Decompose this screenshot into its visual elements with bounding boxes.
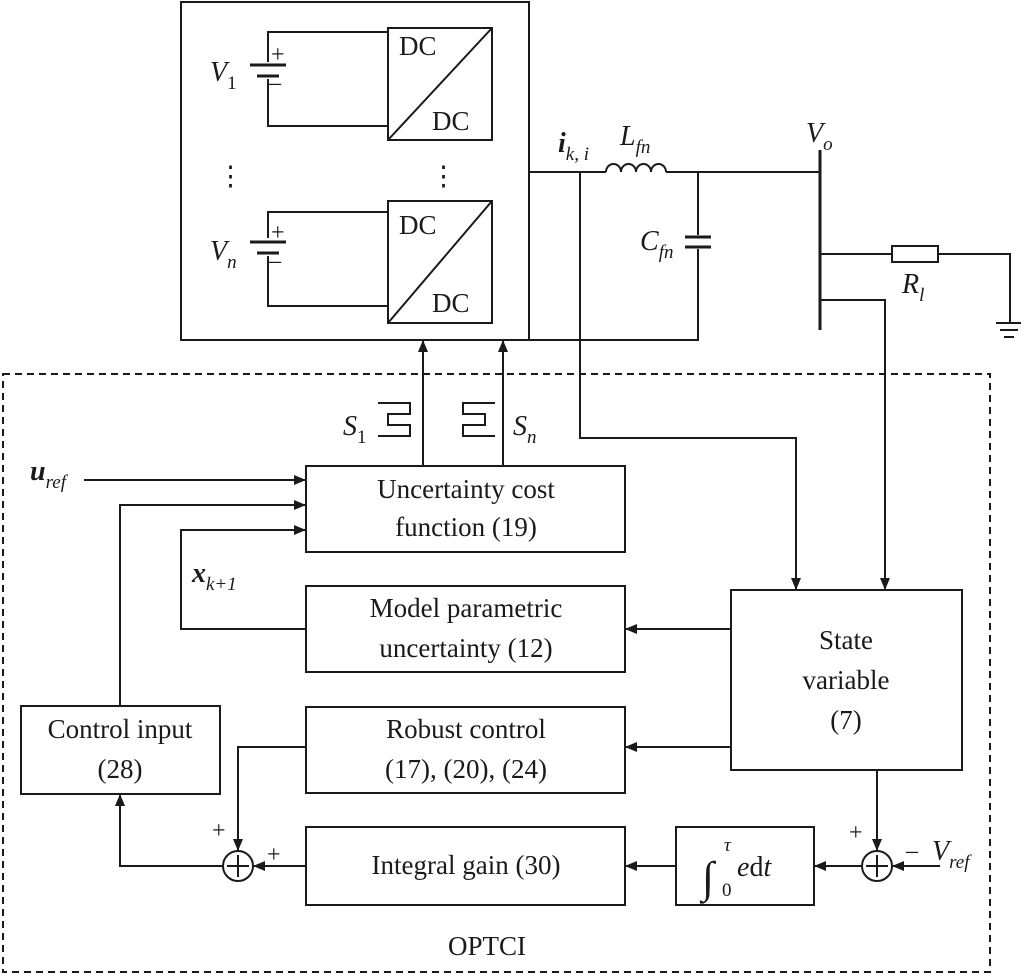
controller-name: OPTCI bbox=[448, 931, 526, 961]
svg-text:(17), (20), (24): (17), (20), (24) bbox=[385, 754, 547, 784]
optci-controller-boundary bbox=[2, 373, 991, 973]
model-parametric-block: Model parametric uncertainty (12) bbox=[305, 585, 626, 673]
integrator-block: ∫ τ 0 edt bbox=[675, 826, 815, 906]
voltage-measurement-wire bbox=[820, 299, 890, 590]
ellipsis-left: ⋮ bbox=[217, 161, 244, 191]
dc-dc-converter-n: DC DC bbox=[387, 200, 493, 324]
svg-text:τ: τ bbox=[724, 835, 732, 856]
svg-text:0: 0 bbox=[722, 880, 732, 901]
return-wire bbox=[529, 249, 699, 341]
junction-plus-sign-top: + bbox=[212, 818, 226, 844]
current-measurement-wire bbox=[579, 172, 801, 590]
svg-text:function (19): function (19) bbox=[395, 512, 537, 542]
svg-text:(7): (7) bbox=[830, 705, 861, 735]
source-voltage-label-1: V1 bbox=[210, 57, 237, 94]
x-next-label: xk+1 bbox=[191, 558, 237, 595]
junction-plus-sign: + bbox=[849, 820, 863, 846]
integral-sign: ∫ bbox=[699, 853, 717, 904]
svg-text:edt: edt bbox=[737, 852, 772, 883]
inductor-label: Lfn bbox=[619, 121, 650, 158]
dc-output-label-1: DC bbox=[432, 106, 470, 136]
svg-text:State: State bbox=[819, 625, 873, 655]
svg-text:Uncertainty cost: Uncertainty cost bbox=[377, 474, 555, 504]
integral-gain-block: Integral gain (30) bbox=[305, 826, 626, 906]
switch-label-1: S1 bbox=[343, 411, 367, 448]
ellipsis-right: ⋮ bbox=[430, 161, 457, 191]
switching-pulse-n bbox=[462, 402, 495, 437]
ground-symbol bbox=[996, 322, 1021, 338]
svg-text:(28): (28) bbox=[98, 754, 143, 784]
source-voltage-label-n: Vn bbox=[210, 236, 237, 273]
load-wire-right bbox=[938, 253, 1011, 323]
capacitor-label: Cfn bbox=[640, 226, 673, 263]
battery-plus-sign: + bbox=[271, 220, 285, 246]
load-resistor bbox=[891, 245, 939, 263]
dc-dc-converter-1: DC DC bbox=[387, 27, 493, 141]
battery-source-n: + – bbox=[250, 211, 388, 307]
junction-minus-sign: – bbox=[905, 838, 919, 864]
junction-to-control-input-arrow bbox=[115, 794, 223, 867]
switch-label-n: Sn bbox=[513, 411, 537, 448]
control-input-block: Control input (28) bbox=[20, 705, 221, 795]
x-next-feedback bbox=[180, 525, 306, 630]
uncertainty-cost-block: Uncertainty cost function (19) bbox=[305, 465, 626, 553]
summing-junction-right bbox=[861, 850, 893, 882]
junction-plus-sign-right: + bbox=[267, 842, 281, 868]
control-input-feedback bbox=[119, 500, 306, 706]
dc-input-label-n: DC bbox=[399, 210, 437, 240]
current-label: ik, i bbox=[558, 128, 589, 165]
output-voltage-label: Vo bbox=[806, 118, 833, 155]
switching-pulse-1 bbox=[378, 402, 411, 437]
robust-to-junction-arrow bbox=[233, 746, 306, 851]
inductor-coil bbox=[605, 163, 667, 173]
dc-output-label-n: DC bbox=[432, 288, 470, 318]
svg-text:Robust control: Robust control bbox=[386, 714, 546, 744]
summing-junction-left bbox=[222, 850, 254, 882]
dc-input-label-1: DC bbox=[399, 31, 437, 61]
v-ref-label: Vref bbox=[932, 836, 972, 873]
svg-text:Model parametric: Model parametric bbox=[370, 593, 563, 623]
svg-text:Control input: Control input bbox=[48, 714, 193, 744]
battery-minus-sign: – bbox=[268, 70, 282, 96]
battery-source-1: + – bbox=[250, 31, 388, 127]
svg-text:Integral gain (30): Integral gain (30) bbox=[372, 850, 561, 880]
load-resistor-label: Rl bbox=[901, 269, 924, 306]
robust-control-block: Robust control (17), (20), (24) bbox=[305, 706, 626, 794]
svg-text:uncertainty (12): uncertainty (12) bbox=[379, 633, 552, 663]
svg-text:variable: variable bbox=[803, 665, 890, 695]
battery-plus-sign: + bbox=[271, 42, 285, 68]
battery-minus-sign: – bbox=[268, 248, 282, 274]
u-ref-label: uref bbox=[30, 456, 69, 493]
state-variable-block: State variable (7) bbox=[730, 589, 963, 771]
